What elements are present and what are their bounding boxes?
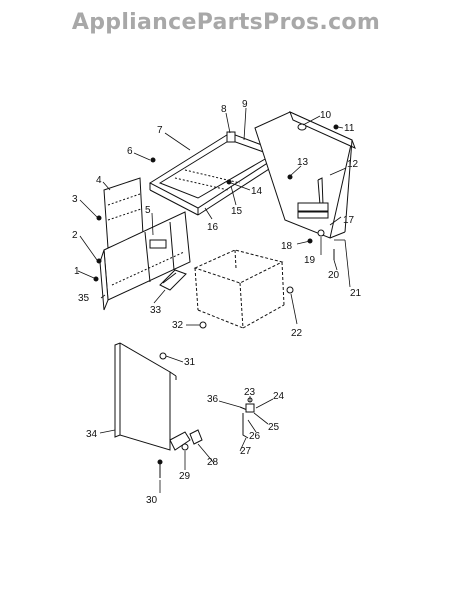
callout-19: 19 <box>304 255 316 266</box>
top-frame <box>148 131 285 216</box>
callout-11: 11 <box>344 123 355 134</box>
callout-3: 3 <box>72 194 78 205</box>
callout-20: 20 <box>328 270 340 281</box>
callout-36: 36 <box>207 394 219 405</box>
callout-35: 35 <box>78 293 90 304</box>
callout-10: 10 <box>320 110 332 121</box>
callout-23: 23 <box>244 387 256 398</box>
callout-29: 29 <box>179 471 191 482</box>
bracket <box>159 269 187 291</box>
lower-side-panel <box>99 211 191 311</box>
small-parts <box>93 124 339 478</box>
back-panel <box>254 111 356 239</box>
callout-26: 26 <box>249 431 261 442</box>
callout-30: 30 <box>146 495 158 506</box>
callout-22: 22 <box>291 328 303 339</box>
callout-31: 31 <box>184 357 196 368</box>
callout-12: 12 <box>347 159 359 170</box>
callout-27: 27 <box>240 446 252 457</box>
callout-34: 34 <box>86 429 98 440</box>
oven-cavity-outline <box>193 249 285 329</box>
callout-15: 15 <box>231 206 243 217</box>
callout-8: 8 <box>221 104 227 115</box>
callout-14: 14 <box>251 186 263 197</box>
callout-2: 2 <box>72 230 78 241</box>
front-panel <box>114 342 191 451</box>
callout-5: 5 <box>145 205 151 216</box>
callout-16: 16 <box>207 222 219 233</box>
callout-1: 1 <box>74 266 80 277</box>
callout-24: 24 <box>273 391 285 402</box>
callout-6: 6 <box>127 146 133 157</box>
callout-21: 21 <box>350 288 362 299</box>
callout-9: 9 <box>242 99 248 110</box>
callout-13: 13 <box>297 157 309 168</box>
callout-7: 7 <box>157 125 163 136</box>
callout-25: 25 <box>268 422 280 433</box>
callout-33: 33 <box>150 305 162 316</box>
callout-18: 18 <box>281 241 293 252</box>
leveling-leg-assembly <box>189 397 255 445</box>
callout-17: 17 <box>343 215 355 226</box>
site-watermark: AppliancePartsPros.com <box>71 10 381 35</box>
left-side-panel <box>103 177 144 249</box>
callout-4: 4 <box>96 175 102 186</box>
callout-32: 32 <box>172 320 184 331</box>
leader-lines <box>77 107 351 493</box>
callout-labels: 1 2 3 4 5 6 7 8 9 10 11 12 13 14 15 16 1… <box>72 99 362 506</box>
callout-28: 28 <box>207 457 219 468</box>
